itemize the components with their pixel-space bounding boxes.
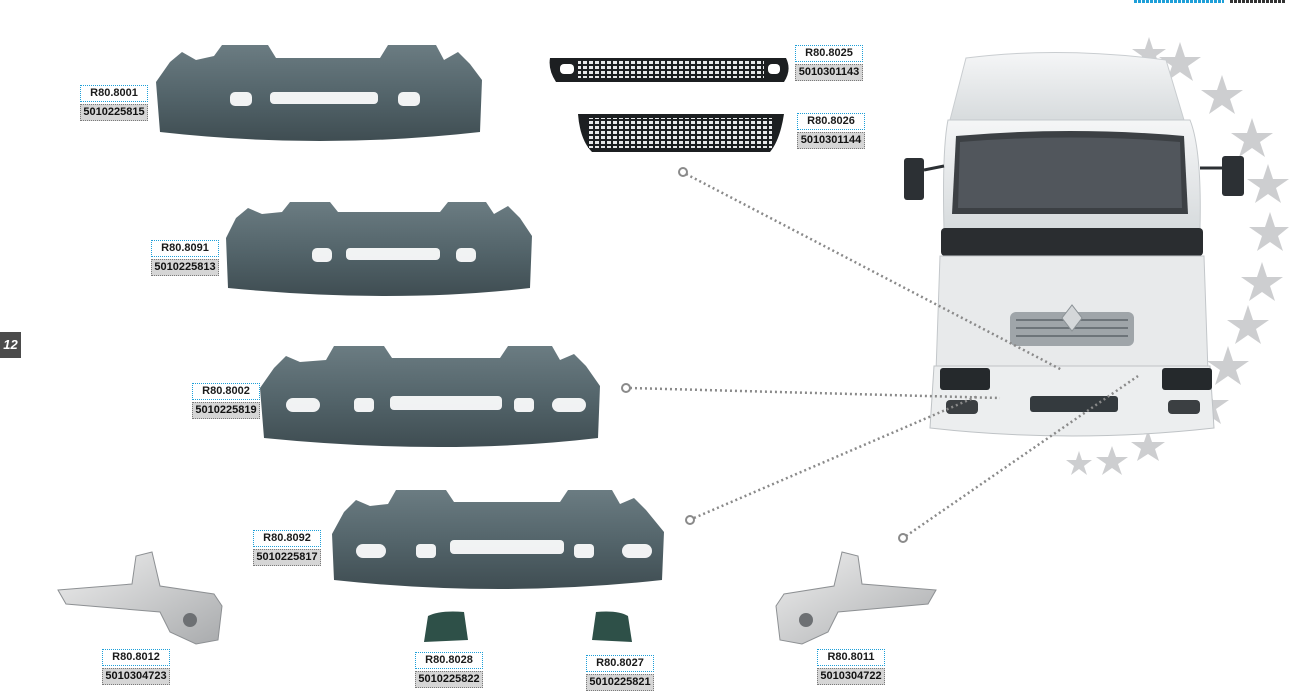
star-icon bbox=[1241, 262, 1283, 301]
star-icon bbox=[1159, 42, 1201, 81]
part-code: R80.8092 bbox=[253, 530, 321, 547]
bumper-image bbox=[156, 45, 482, 141]
part-code: R80.8027 bbox=[586, 655, 654, 672]
part-code: R80.8012 bbox=[102, 649, 170, 666]
top-bar-blue bbox=[1134, 0, 1224, 3]
part-label: R80.8028 5010225822 bbox=[415, 652, 483, 688]
bumper-image bbox=[226, 202, 532, 296]
part-code: R80.8025 bbox=[795, 45, 863, 62]
oem-reference: 5010225813 bbox=[151, 259, 219, 276]
part-code: R80.8001 bbox=[80, 85, 148, 102]
star-icon bbox=[1132, 37, 1166, 68]
cover-image bbox=[592, 611, 632, 642]
part-label: R80.8027 5010225821 bbox=[586, 655, 654, 691]
star-icon bbox=[1201, 75, 1243, 114]
cover-image bbox=[424, 611, 468, 642]
star-icon bbox=[1231, 118, 1273, 157]
grille-image bbox=[578, 114, 784, 152]
oem-reference: 5010225822 bbox=[415, 671, 483, 688]
page-number: 12 bbox=[0, 332, 21, 358]
bracket-image bbox=[775, 551, 937, 645]
star-icon bbox=[1207, 346, 1249, 385]
part-code: R80.8026 bbox=[797, 113, 865, 130]
part-label: R80.8025 5010301143 bbox=[795, 45, 863, 81]
part-code: R80.8028 bbox=[415, 652, 483, 669]
oem-reference: 5010301143 bbox=[795, 64, 863, 81]
part-code: R80.8091 bbox=[151, 240, 219, 257]
connector-dots bbox=[621, 167, 908, 543]
star-icon bbox=[1249, 212, 1289, 251]
oem-reference: 5010225817 bbox=[253, 549, 321, 566]
bumper-image bbox=[260, 346, 600, 447]
star-icon bbox=[1066, 451, 1092, 475]
part-label: R80.8011 5010304722 bbox=[817, 649, 885, 685]
part-label: R80.8012 5010304723 bbox=[102, 649, 170, 685]
part-code: R80.8011 bbox=[817, 649, 885, 666]
top-bar-dark bbox=[1230, 0, 1286, 3]
oem-reference: 5010304722 bbox=[817, 668, 885, 685]
oem-reference: 5010225819 bbox=[192, 402, 260, 419]
oem-reference: 5010301144 bbox=[797, 132, 865, 149]
grille-image bbox=[549, 58, 789, 82]
part-label: R80.8092 5010225817 bbox=[253, 530, 321, 566]
star-icon bbox=[1096, 446, 1128, 475]
stars-decoration bbox=[1066, 37, 1289, 475]
part-label: R80.8091 5010225813 bbox=[151, 240, 219, 276]
part-label: R80.8026 5010301144 bbox=[797, 113, 865, 149]
oem-reference: 5010225815 bbox=[80, 104, 148, 121]
bracket-image bbox=[57, 551, 223, 645]
oem-reference: 5010304723 bbox=[102, 668, 170, 685]
part-label: R80.8001 5010225815 bbox=[80, 85, 148, 121]
connector-lines bbox=[629, 172, 1139, 538]
oem-reference: 5010225821 bbox=[586, 674, 654, 691]
star-icon bbox=[1227, 305, 1269, 344]
part-code: R80.8002 bbox=[192, 383, 260, 400]
star-icon bbox=[1247, 164, 1289, 203]
truck-illustration bbox=[904, 51, 1244, 437]
star-icon bbox=[1131, 430, 1165, 461]
part-label: R80.8002 5010225819 bbox=[192, 383, 260, 419]
bumper-image bbox=[332, 490, 664, 589]
